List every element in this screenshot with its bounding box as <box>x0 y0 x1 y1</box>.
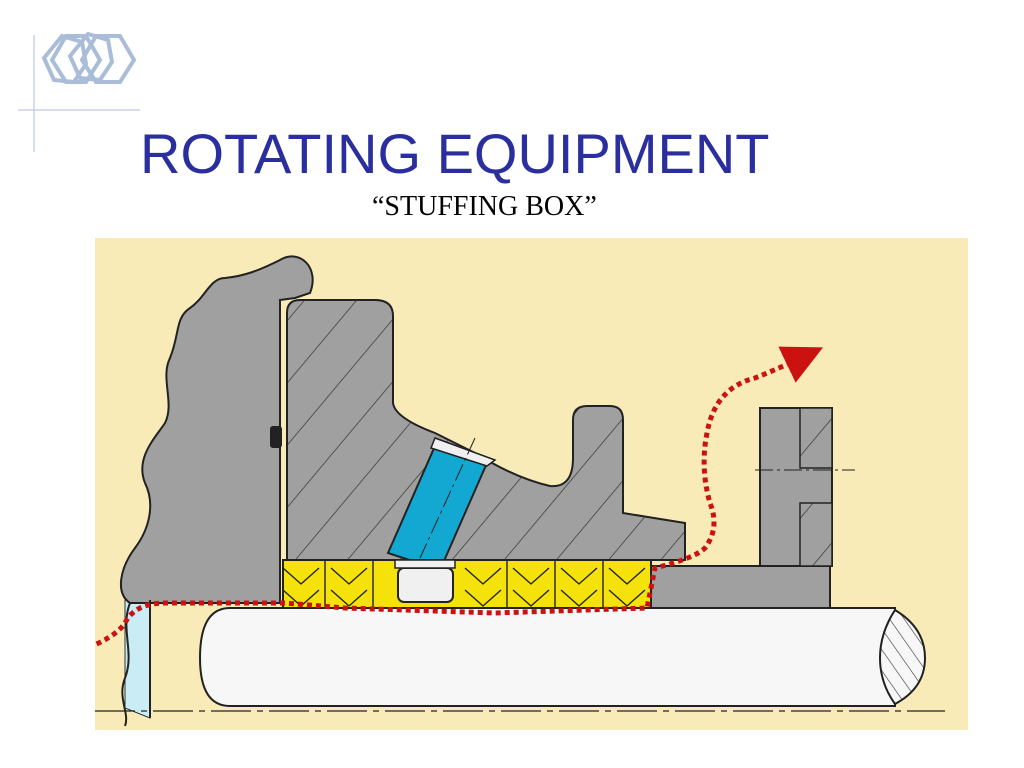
shaft <box>198 607 896 707</box>
lantern-ring-tip <box>430 437 497 467</box>
stuffing-box-diagram <box>95 238 968 730</box>
slide-subtitle: “STUFFING BOX” <box>372 191 597 222</box>
passage-centerline <box>419 437 476 559</box>
packing-rings <box>282 559 652 609</box>
o-ring <box>270 426 282 448</box>
lantern-ring <box>397 567 454 603</box>
leak-path <box>95 346 824 648</box>
shaft-end-section <box>878 608 927 706</box>
double-hexagon-logo-icon <box>18 31 140 152</box>
stuffing-box-housing <box>286 299 686 561</box>
slide-title: ROTATING EQUIPMENT <box>140 122 770 185</box>
